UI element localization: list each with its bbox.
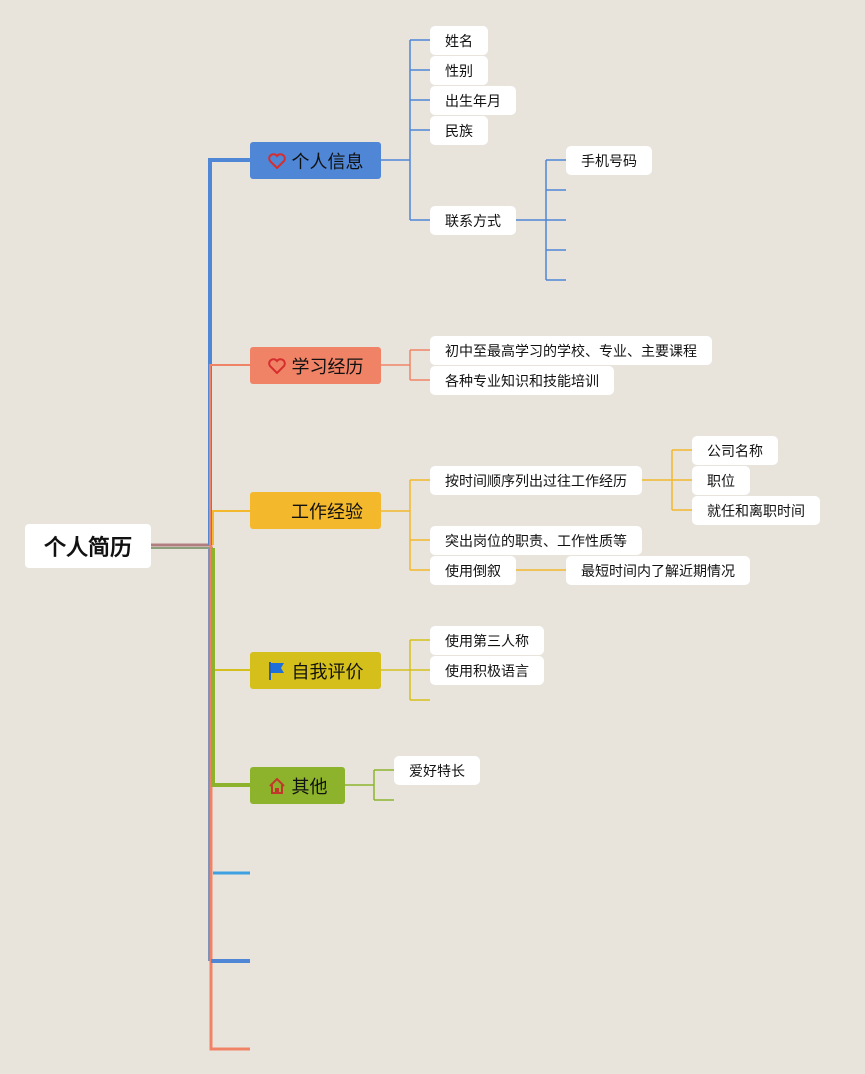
- branch-label: 其他: [291, 776, 328, 798]
- leaf-phone-number[interactable]: 手机号码: [566, 146, 652, 175]
- branch-study[interactable]: 学习经历: [250, 347, 381, 384]
- flag-icon: [268, 661, 286, 681]
- leaf-work-history[interactable]: 按时间顺序列出过往工作经历: [430, 466, 642, 495]
- branch-label: 学习经历: [291, 356, 364, 378]
- leaf-gender[interactable]: 性别: [430, 56, 488, 85]
- leaf-job-responsibilities[interactable]: 突出岗位的职责、工作性质等: [430, 526, 642, 555]
- leaf-third-person[interactable]: 使用第三人称: [430, 626, 544, 655]
- heart-icon: [267, 152, 286, 169]
- branch-work-experience[interactable]: 工作经验: [250, 492, 381, 529]
- house-icon: [268, 777, 286, 795]
- leaf-employment-period[interactable]: 就任和离职时间: [692, 496, 820, 525]
- heart-icon: [267, 357, 286, 374]
- leaf-company-name[interactable]: 公司名称: [692, 436, 778, 465]
- leaf-positive-language[interactable]: 使用积极语言: [430, 656, 544, 685]
- leaf-name[interactable]: 姓名: [430, 26, 488, 55]
- branch-self-evaluation[interactable]: 自我评价: [250, 652, 381, 689]
- leaf-hobbies[interactable]: 爱好特长: [394, 756, 480, 785]
- leaf-birth-date[interactable]: 出生年月: [430, 86, 516, 115]
- branch-label: 自我评价: [291, 661, 364, 683]
- branch-label: 个人信息: [291, 151, 364, 173]
- leaf-job-title[interactable]: 职位: [692, 466, 750, 495]
- leaf-education-schools[interactable]: 初中至最高学习的学校、专业、主要课程: [430, 336, 712, 365]
- root-topic[interactable]: 个人简历: [25, 524, 151, 568]
- branch-personal-info[interactable]: 个人信息: [250, 142, 381, 179]
- leaf-contact[interactable]: 联系方式: [430, 206, 516, 235]
- leaf-skill-training[interactable]: 各种专业知识和技能培训: [430, 366, 614, 395]
- leaf-ethnicity[interactable]: 民族: [430, 116, 488, 145]
- branch-other[interactable]: 其他: [250, 767, 345, 804]
- branch-label: 工作经验: [291, 501, 363, 523]
- leaf-reverse-order[interactable]: 使用倒叙: [430, 556, 516, 585]
- leaf-recent-situation[interactable]: 最短时间内了解近期情况: [566, 556, 750, 585]
